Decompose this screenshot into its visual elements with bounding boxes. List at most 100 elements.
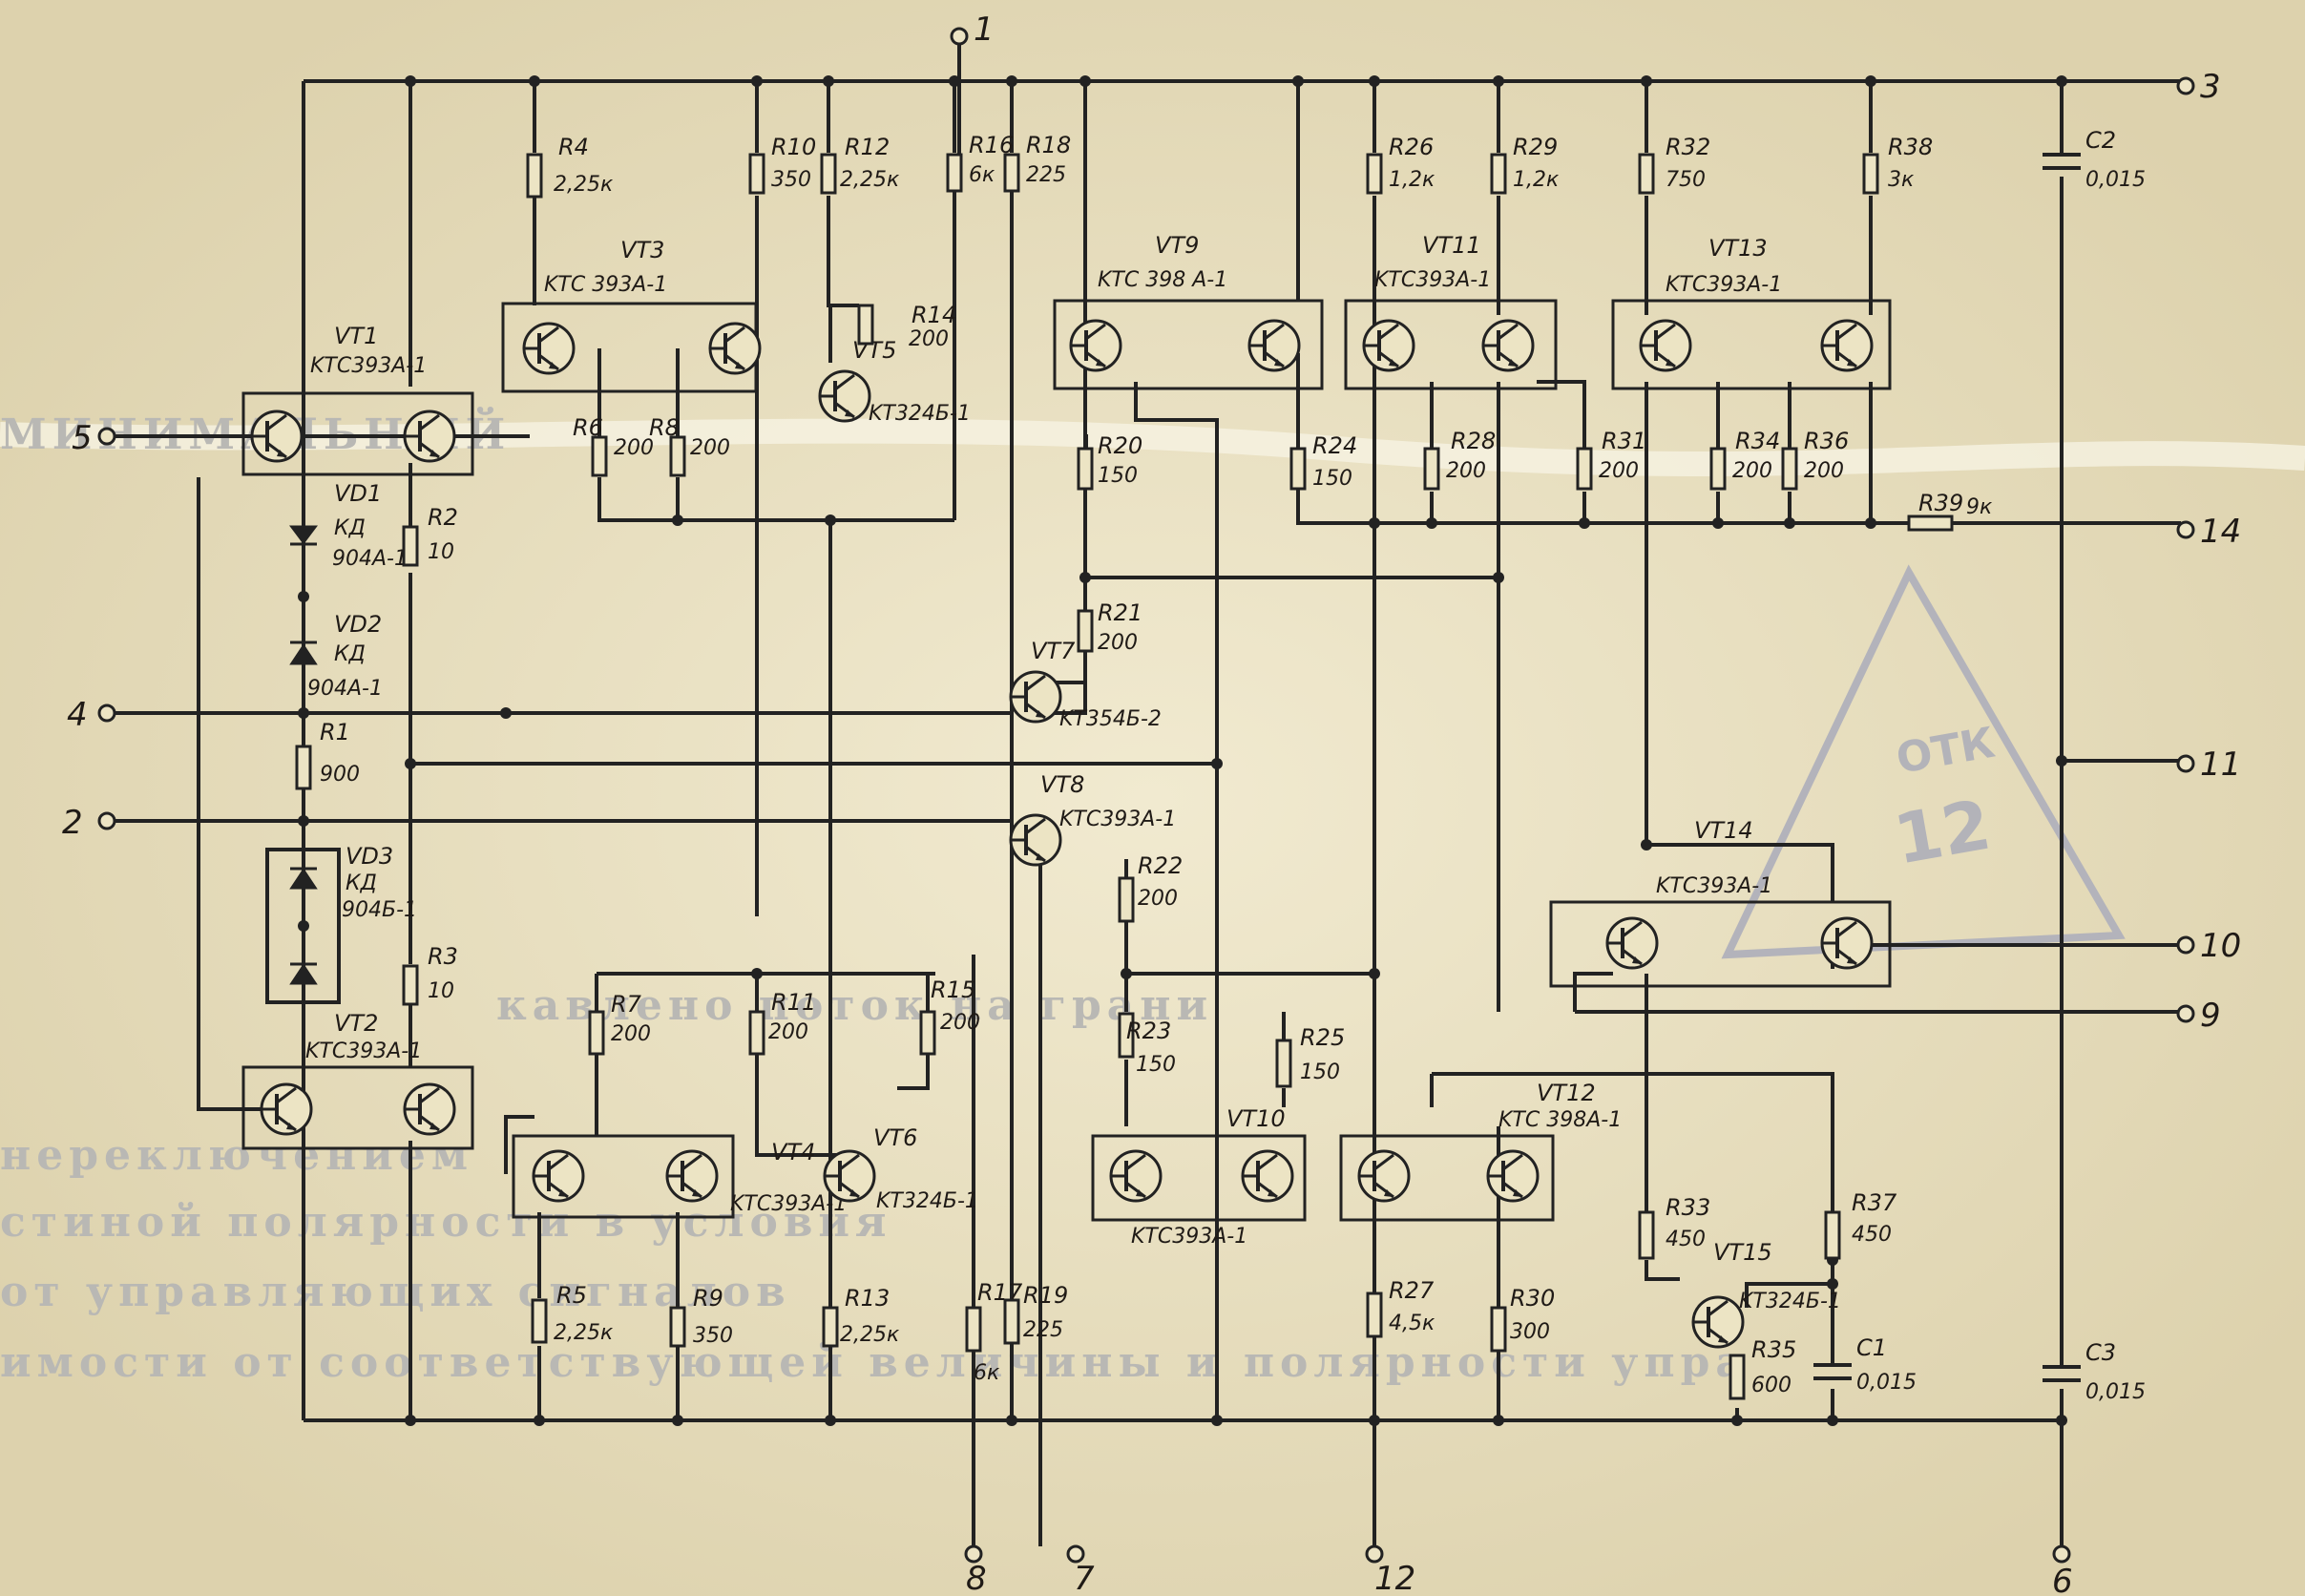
terminal-6[interactable]: [2052, 1544, 2071, 1564]
vt12-type: KTC 398A-1: [1498, 1108, 1622, 1132]
bg-line-1: кавлено поток на грани: [496, 981, 1213, 1030]
r26-value: 1,2к: [1389, 168, 1435, 192]
junctions: [298, 75, 2067, 1426]
resistor-r12: [820, 153, 837, 195]
r39-value: 9к: [1966, 495, 1993, 519]
resistor-r10: [748, 153, 765, 195]
terminal-5[interactable]: [97, 427, 116, 446]
r12-name: R12: [845, 134, 890, 160]
resistor-r35: [1729, 1354, 1746, 1400]
vd2-name: VD2: [334, 611, 382, 638]
vt12-array: VT12 KTC 398A-1: [1339, 1080, 1622, 1222]
terminal-11[interactable]: [2176, 754, 2195, 773]
terminal-4[interactable]: [97, 704, 116, 723]
vt1-name: VT1: [334, 323, 378, 349]
vd1-model: 904А-1: [332, 547, 408, 571]
r38-name: R38: [1888, 134, 1933, 160]
r18-name: R18: [1026, 132, 1071, 158]
terminal-7[interactable]: [1066, 1544, 1085, 1564]
r32-name: R32: [1666, 134, 1710, 160]
r1-value: 900: [320, 763, 360, 787]
terminal-12[interactable]: [1365, 1544, 1384, 1564]
r10-value: 350: [771, 168, 811, 192]
resistor-r29: [1490, 153, 1507, 195]
r29-value: 1,2к: [1513, 168, 1560, 192]
c1-name: C1: [1856, 1334, 1887, 1361]
vt14-type: KTC393A-1: [1656, 874, 1772, 898]
r9-value: 350: [693, 1324, 733, 1348]
r4-value: 2,25к: [554, 173, 614, 197]
vt5-type: KT324Б-1: [869, 402, 971, 426]
vt10-name: VT10: [1226, 1105, 1286, 1132]
resistor-r28: [1423, 447, 1440, 491]
bg-line-2: нереключением: [0, 1131, 473, 1180]
r30-name: R30: [1510, 1285, 1555, 1312]
r33-name: R33: [1666, 1194, 1710, 1221]
resistor-r13: [822, 1306, 839, 1348]
r29-name: R29: [1513, 134, 1558, 160]
vt8-type: KTC393A-1: [1059, 808, 1176, 831]
r1-name: R1: [320, 719, 350, 746]
terminal-3-label: 3: [2200, 68, 2221, 106]
vd3-diode-pair: VD3 КД 904Б-1: [289, 843, 417, 985]
resistor-r16: [946, 153, 963, 193]
resistor-r26: [1366, 153, 1383, 195]
r8-name: R8: [649, 414, 680, 441]
resistor-r22: [1118, 876, 1135, 923]
terminal-8[interactable]: [964, 1544, 983, 1564]
vt9-name: VT9: [1155, 232, 1199, 259]
r23-name: R23: [1126, 1018, 1171, 1044]
r21-value: 200: [1098, 631, 1138, 655]
vt11-name: VT11: [1422, 232, 1481, 259]
r39-name: R39: [1918, 490, 1963, 516]
resistor-r11: [748, 1010, 765, 1056]
r8-value: 200: [690, 436, 730, 460]
r17-value: 6к: [974, 1361, 1000, 1385]
vt7-type: KT354Б-2: [1059, 707, 1162, 731]
vd2-model: 904А-1: [307, 677, 383, 701]
resistor-r30: [1490, 1306, 1507, 1353]
background-print: МИНИМАЛЬНЫЙ кавлено поток на грани нерек…: [0, 406, 1743, 1387]
terminal-11-label: 11: [2200, 746, 2241, 784]
vd3-model: 904Б-1: [342, 898, 417, 922]
r30-value: 300: [1510, 1320, 1550, 1344]
vt3-name: VT3: [620, 237, 664, 263]
r3-value: 10: [428, 979, 454, 1003]
terminal-1[interactable]: [950, 27, 969, 46]
r31-name: R31: [1602, 428, 1646, 454]
vt2-array: VT2 KTC393A-1: [241, 1010, 474, 1150]
r34-value: 200: [1732, 459, 1772, 483]
r21-name: R21: [1098, 599, 1142, 626]
terminal-14[interactable]: [2176, 520, 2195, 539]
r7-name: R7: [611, 991, 642, 1018]
terminal-10[interactable]: [2176, 935, 2195, 955]
vt4-array: VT4 KTC393A-1: [512, 1134, 847, 1219]
r11-value: 200: [768, 1020, 808, 1044]
resistor-r8: [669, 435, 686, 477]
c3-name: C3: [2085, 1339, 2116, 1366]
resistor-r14: [857, 304, 874, 346]
vt3-array: VT3 KTC 393A-1: [501, 237, 762, 393]
terminal-12-label: 12: [1374, 1560, 1415, 1596]
terminal-9[interactable]: [2176, 1004, 2195, 1023]
vt4-type: KTC393A-1: [730, 1192, 847, 1216]
terminal-6-label: 6: [2052, 1563, 2073, 1596]
r2-name: R2: [428, 504, 458, 531]
terminal-3[interactable]: [2176, 76, 2195, 95]
resistor-r21: [1077, 609, 1094, 653]
vt8-name: VT8: [1040, 771, 1084, 798]
resistor-r3: [402, 964, 419, 1006]
r23-value: 150: [1136, 1053, 1176, 1077]
resistor-r18: [1003, 153, 1020, 193]
r13-value: 2,25к: [840, 1323, 900, 1347]
r13-name: R13: [845, 1285, 890, 1312]
resistor-r6: [591, 435, 608, 477]
vt15-name: VT15: [1713, 1239, 1772, 1266]
vt14-name: VT14: [1694, 817, 1753, 844]
r35-name: R35: [1751, 1336, 1796, 1363]
vt10-type: KTC393A-1: [1131, 1225, 1247, 1249]
vt11-array: VT11 KTC393A-1: [1344, 232, 1558, 390]
terminal-2[interactable]: [97, 811, 116, 830]
resistor-r33: [1638, 1210, 1655, 1260]
